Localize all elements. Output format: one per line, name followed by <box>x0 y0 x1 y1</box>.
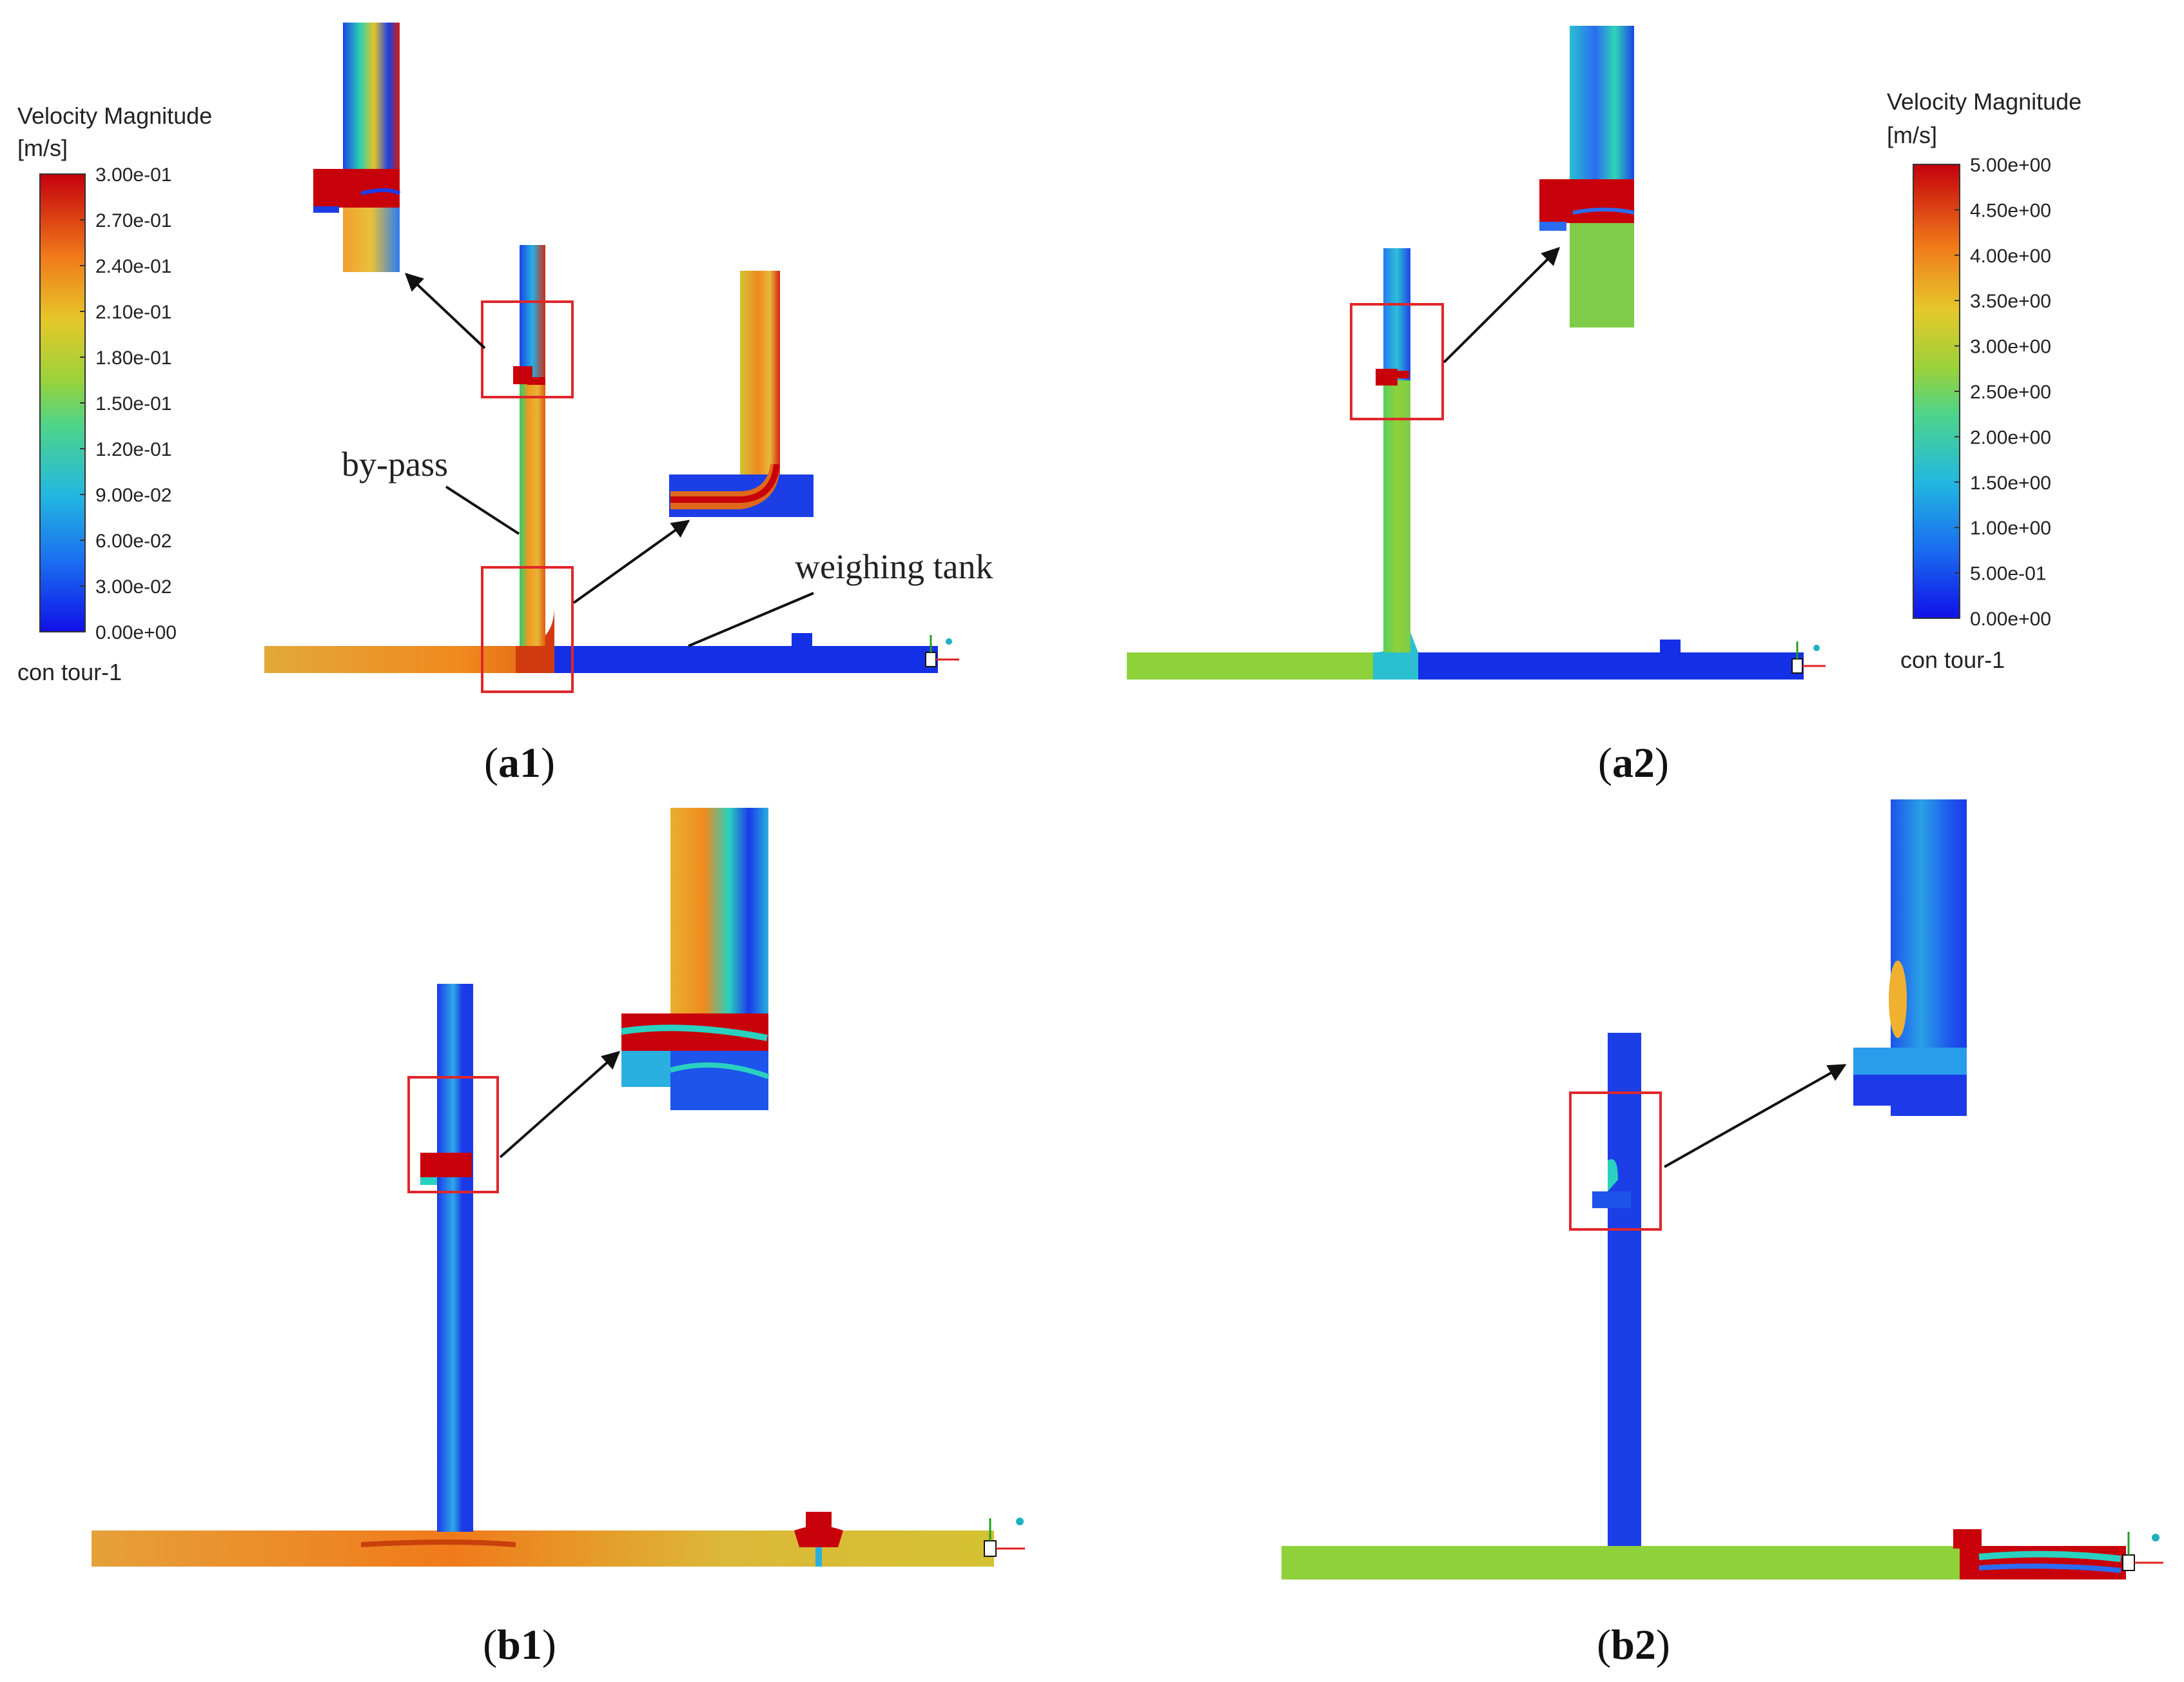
colorbar-tick-label: 3.50e+00 <box>1970 291 2051 312</box>
panel-b2: (b2) <box>1282 799 2163 1668</box>
colorbar-tick-label: 2.70e-01 <box>95 210 171 231</box>
zoom-inset-b1-valve <box>621 808 770 1110</box>
highlight-box-a1-elbow <box>481 566 574 693</box>
colorbar-tick-label: 2.00e+00 <box>1970 427 2051 448</box>
main-pipe-inlet-a1 <box>264 646 541 673</box>
tank-valve-b1 <box>806 1512 832 1530</box>
legend-title-a2: Velocity Magnitude <box>1887 88 2082 115</box>
tank-stub-a1 <box>792 633 812 647</box>
colorbar-tick-label: 3.00e-02 <box>95 576 171 598</box>
panel-a1: Velocity Magnitude [m/s] 3.00e-01 2.70e-0… <box>17 23 993 787</box>
colorbar-tick-label: 2.50e+00 <box>1970 382 2051 403</box>
panel-label-b1: (b1) <box>483 1621 556 1668</box>
label-bypass: by-pass <box>342 445 448 484</box>
axis-triad-icon-b1 <box>984 1518 1025 1557</box>
main-pipe-b1 <box>92 1530 994 1567</box>
highlight-box-b2-valve <box>1569 1091 1662 1231</box>
arrow-a1-valve <box>404 273 486 349</box>
main-pipe-tank-a1 <box>541 646 938 673</box>
legend-unit-a1: [m/s] <box>17 135 68 161</box>
riser-b2 <box>1608 1033 1641 1546</box>
colorbar-tick-label: 5.00e+00 <box>1970 155 2051 176</box>
leader-bypass <box>445 485 520 535</box>
main-pipe-inlet-a2 <box>1127 652 1404 680</box>
arrow-a1-elbow <box>572 520 690 604</box>
panel-label-b2: (b2) <box>1597 1621 1670 1668</box>
colorbar-a2: Velocity Magnitude [m/s] 5.00e+00 4.50e+0… <box>1887 88 2082 673</box>
legend-footer-a2: con tour-1 <box>1900 647 2005 673</box>
colorbar-tick-label: 9.00e-02 <box>95 485 171 506</box>
tank-stub-a2 <box>1660 640 1681 654</box>
axis-triad-icon-a2 <box>1791 641 1826 674</box>
colorbar-ticks-a1: 3.00e-01 2.70e-01 2.40e-01 2.10e-01 1.80e-01… <box>80 164 177 643</box>
colorbar-tick-label: 2.40e-01 <box>95 256 171 277</box>
colorbar-tick-label: 2.10e-01 <box>95 302 171 323</box>
zoom-inset-b2-valve <box>1853 799 1967 1116</box>
colorbar-tick-label: 0.00e+00 <box>1970 609 2051 630</box>
arrow-b2-valve <box>1664 1064 1847 1168</box>
colorbar-tick-label: 4.50e+00 <box>1970 200 2051 221</box>
colorbar-ticks-a2: 5.00e+00 4.50e+00 4.00e+00 3.50e+00 3.00e+00… <box>1955 155 2051 630</box>
zoom-inset-a1-elbow <box>669 271 814 517</box>
elbow-a1 <box>516 606 554 673</box>
main-pipe-tank-a2 <box>1404 652 1804 680</box>
colorbar-tick-label: 5.00e-01 <box>1970 563 2046 585</box>
legend-unit-a2: [m/s] <box>1887 122 1937 148</box>
colorbar-tick-label: 1.00e+00 <box>1970 518 2051 539</box>
panel-label-a1: (a1) <box>484 739 555 787</box>
panel-b1: (b1) <box>92 808 1025 1668</box>
highlight-box-a2-valve <box>1350 303 1444 420</box>
arrow-b1-valve <box>499 1051 621 1159</box>
legend-footer-a1: con tour-1 <box>17 659 122 685</box>
riser-a1 <box>520 380 545 646</box>
highlight-box-b1-valve <box>407 1076 499 1193</box>
zoom-inset-a1-valve <box>313 23 401 272</box>
highlight-box-a1-valve <box>481 300 574 398</box>
main-pipe-b2 <box>1282 1546 1960 1579</box>
colorbar-gradient-a1 <box>39 173 86 632</box>
colorbar-tick-label: 1.50e+00 <box>1970 473 2051 494</box>
riser-b1 <box>437 984 473 1532</box>
legend-title-a1: Velocity Magnitude <box>17 103 212 129</box>
colorbar-tick-label: 3.00e-01 <box>95 164 171 186</box>
axis-triad-icon-a1 <box>925 635 959 667</box>
valve-b1 <box>420 1153 472 1177</box>
colorbar-tick-label: 1.20e-01 <box>95 439 171 460</box>
axis-triad-icon-b2 <box>2122 1532 2163 1571</box>
colorbar-gradient-a2 <box>1913 164 1960 619</box>
valve-b2 <box>1592 1191 1631 1208</box>
colorbar-tick-label: 3.00e+00 <box>1970 337 2051 358</box>
panel-label-a2: (a2) <box>1598 739 1669 787</box>
colorbar-tick-label: 6.00e-02 <box>95 531 171 552</box>
colorbar-tick-label: 4.00e+00 <box>1970 246 2051 267</box>
arrow-a2-valve <box>1443 247 1560 364</box>
tank-valve-b2 <box>1953 1529 1982 1549</box>
zoom-inset-a2-valve <box>1539 26 1635 328</box>
leader-weighing-tank <box>688 592 814 647</box>
panel-a2: Velocity Magnitude [m/s] 5.00e+00 4.50e+0… <box>1127 26 2082 787</box>
colorbar-tick-label: 0.00e+00 <box>95 622 177 643</box>
riser-top-a2 <box>1383 248 1410 380</box>
riser-a2 <box>1383 380 1410 652</box>
colorbar-tick-label: 1.80e-01 <box>95 347 171 369</box>
riser-top-a1 <box>520 245 545 380</box>
label-weighing-tank: weighing tank <box>795 547 993 586</box>
colorbar-a1: Velocity Magnitude [m/s] 3.00e-01 2.70e-0… <box>17 103 212 685</box>
colorbar-tick-label: 1.50e-01 <box>95 393 171 415</box>
